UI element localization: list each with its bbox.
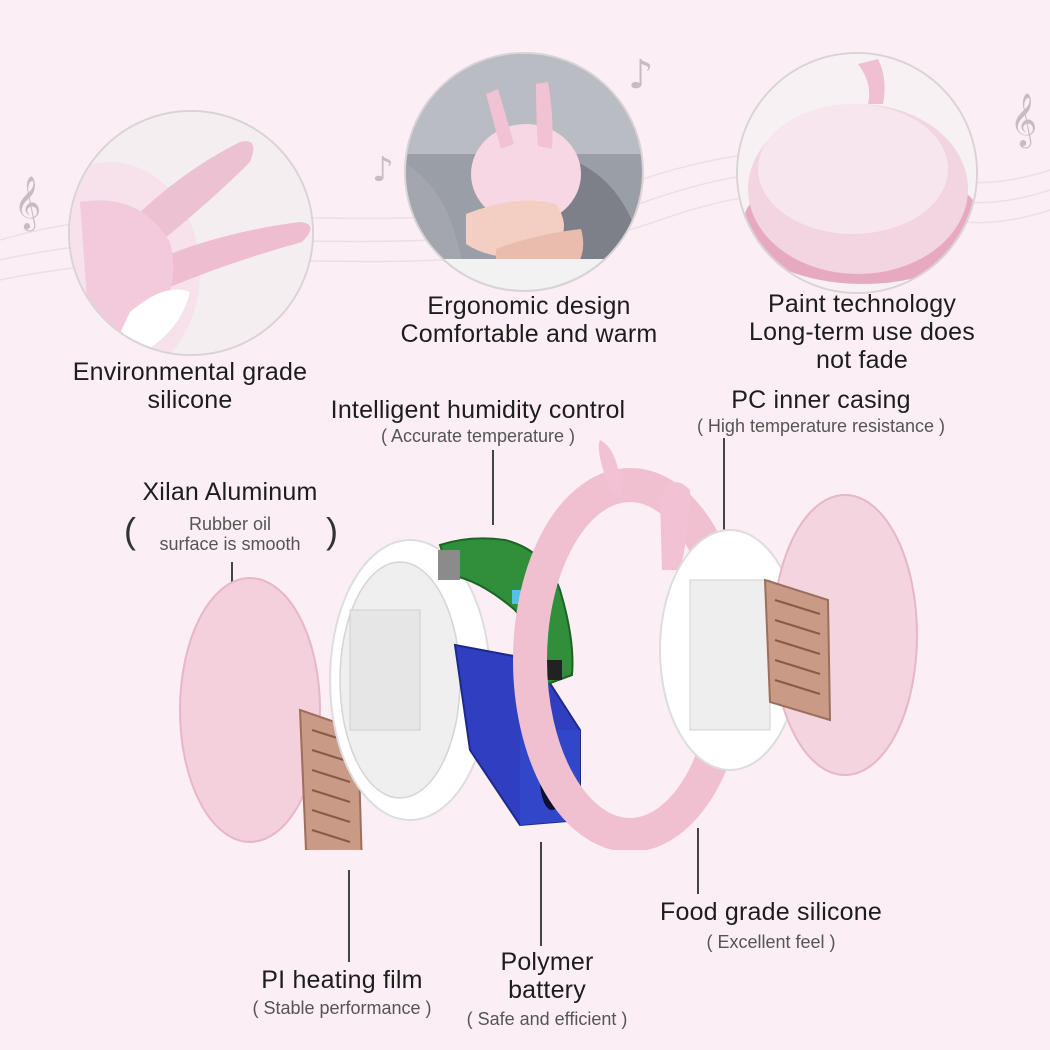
hands-holding-warmer-photo [404,52,644,292]
caption-paint: Paint technology Long-term use does not … [710,290,1014,374]
part-note: ( Safe and efficient ) [466,1009,628,1029]
part-note-line: Rubber oil [188,514,272,534]
caption-line: Environmental grade [72,358,308,386]
bracket-open: ( [124,510,136,551]
part-title: PI heating film [261,966,423,994]
part-note: ( Stable performance ) [252,998,432,1018]
exploded-view-illustration [179,440,918,850]
silicone-closeup-photo [68,110,314,356]
part-note: ( Excellent feel ) [706,932,836,952]
label-food-grade-silicone: Food grade silicone ( Excellent feel ) [626,898,916,952]
part-title: Xilan Aluminum [142,478,318,506]
pink-outer-shell-left [179,577,321,843]
caption-line: silicone [147,386,233,414]
caption-line: Ergonomic design [427,292,631,320]
part-title: Polymer [500,948,594,976]
part-note: ( Accurate temperature ) [380,426,576,446]
part-title: Intelligent humidity control [330,396,626,424]
part-title: battery [508,976,586,1004]
bracket-close: ) [326,510,338,551]
treble-clef-icon: 𝄞 [1010,92,1038,146]
caption-line: not fade [816,346,908,374]
caption-ergonomic: Ergonomic design Comfortable and warm [370,292,688,348]
treble-clef-icon: 𝄞 [14,175,42,229]
caption-line: Long-term use does [749,318,975,346]
caption-line: Paint technology [767,290,957,318]
leader-line [723,438,725,538]
caption-silicone: Environmental grade silicone [40,358,340,414]
label-polymer-battery: Polymer battery ( Safe and efficient ) [452,948,642,1029]
part-title: Food grade silicone [660,898,882,926]
pi-heating-film-right [763,578,832,722]
label-humidity-control: Intelligent humidity control ( Accurate … [300,396,656,446]
leader-line [697,828,699,894]
caption-line: Comfortable and warm [400,320,658,348]
music-note-icon: ♪ [628,52,654,98]
label-pc-casing: PC inner casing ( High temperature resis… [666,386,976,436]
label-xilan-aluminum: Xilan Aluminum ( Rubber oil surface is s… [110,478,350,558]
leader-line [492,450,494,525]
paint-finish-closeup-photo [736,52,978,294]
leader-line [348,870,350,962]
label-pi-heating-film: PI heating film ( Stable performance ) [224,966,460,1018]
part-note-line: surface is smooth [159,534,301,554]
music-note-icon: ♪ [372,150,394,190]
leader-line [540,842,542,946]
part-note: ( High temperature resistance ) [696,416,946,436]
part-title: PC inner casing [731,386,911,414]
